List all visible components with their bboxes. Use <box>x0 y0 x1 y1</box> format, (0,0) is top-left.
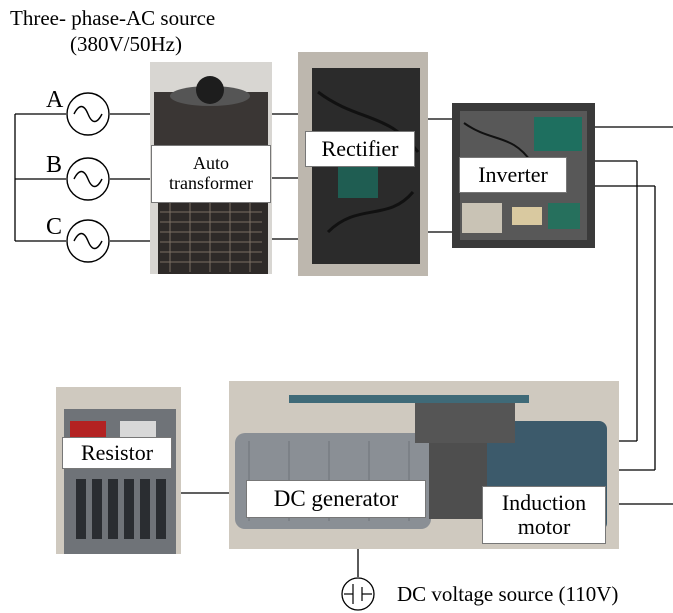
dc-generator-label: DC generator <box>246 480 426 518</box>
autotransformer-label-line1: Auto <box>193 153 229 174</box>
phase-label-a: A <box>46 87 64 113</box>
phase-label-b: B <box>46 152 63 178</box>
ac-source-c-icon <box>66 219 110 263</box>
resistor-photo <box>56 387 181 554</box>
dc-source-circle-icon <box>341 577 375 611</box>
rectifier-label: Rectifier <box>305 131 415 167</box>
source-title: Three- phase-AC source <box>10 6 216 30</box>
induction-motor-label: Induction motor <box>482 486 606 544</box>
rectifier-label-text: Rectifier <box>321 135 399 161</box>
dc-generator-label-text: DC generator <box>273 486 399 512</box>
induction-motor-label-line1: Induction <box>501 489 587 515</box>
inverter-label: Inverter <box>459 157 567 193</box>
ac-source-a-icon <box>66 92 110 136</box>
phase-label-c: C <box>46 214 63 240</box>
autotransformer-label: Auto transformer <box>151 145 271 203</box>
source-rating: (380V/50Hz) <box>70 32 182 56</box>
induction-motor-label-line2: motor <box>517 514 571 539</box>
autotransformer-label-line2: transformer <box>169 173 253 193</box>
resistor-label-text: Resistor <box>80 439 154 465</box>
resistor-label: Resistor <box>62 437 172 469</box>
ac-source-b-icon <box>66 157 110 201</box>
inverter-label-text: Inverter <box>478 161 548 187</box>
dc-source-label: DC voltage source (110V) <box>397 582 619 606</box>
